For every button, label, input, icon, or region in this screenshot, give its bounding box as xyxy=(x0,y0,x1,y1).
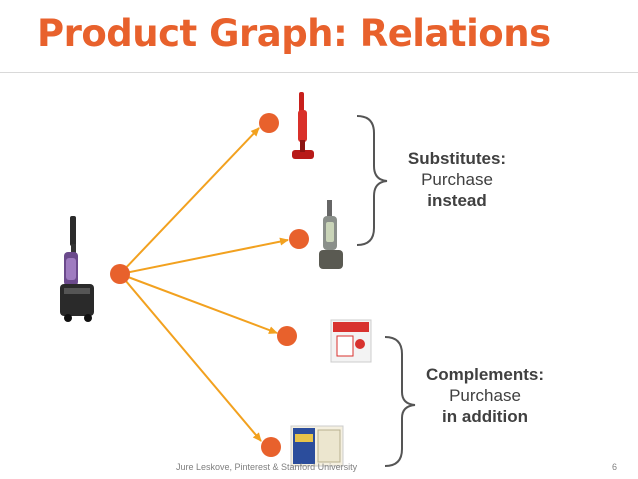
page-number: 6 xyxy=(612,462,618,472)
complement-node-1 xyxy=(277,326,297,346)
title-divider xyxy=(0,72,638,73)
substitutes-heading: Substitutes: xyxy=(407,149,507,168)
footer-credit: Jure Leskove, Pinterest & Stanford Unive… xyxy=(176,462,358,472)
substitutes-line1: Purchase xyxy=(421,170,493,189)
edge-substitute-2 xyxy=(119,237,289,275)
vacuum-bags-box-icon xyxy=(330,319,372,363)
substitutes-line2: instead xyxy=(427,191,487,210)
complements-label: Complements: Purchase in addition xyxy=(410,364,560,427)
edge-complement-1 xyxy=(119,273,278,334)
edge-complement-2 xyxy=(119,273,262,442)
complement-node-2 xyxy=(261,437,281,457)
complements-brace xyxy=(384,336,416,467)
stick-vacuum-icon xyxy=(292,92,314,159)
edges xyxy=(119,127,289,442)
complements-line2: in addition xyxy=(442,407,528,426)
substitute-node-1 xyxy=(259,113,279,133)
substitute-node-2 xyxy=(289,229,309,249)
substitutes-brace xyxy=(356,115,388,246)
substitutes-label: Substitutes: Purchase instead xyxy=(382,148,532,211)
complements-line1: Purchase xyxy=(449,386,521,405)
edge-substitute-1 xyxy=(119,127,260,275)
upright-vacuum-icon xyxy=(319,200,343,269)
slide-title: Product Graph: Relations xyxy=(37,12,551,55)
source-node xyxy=(110,264,130,284)
vacuum-filter-pack-icon xyxy=(290,425,344,467)
complements-heading: Complements: xyxy=(425,365,545,384)
canister-vacuum-icon xyxy=(60,216,94,322)
